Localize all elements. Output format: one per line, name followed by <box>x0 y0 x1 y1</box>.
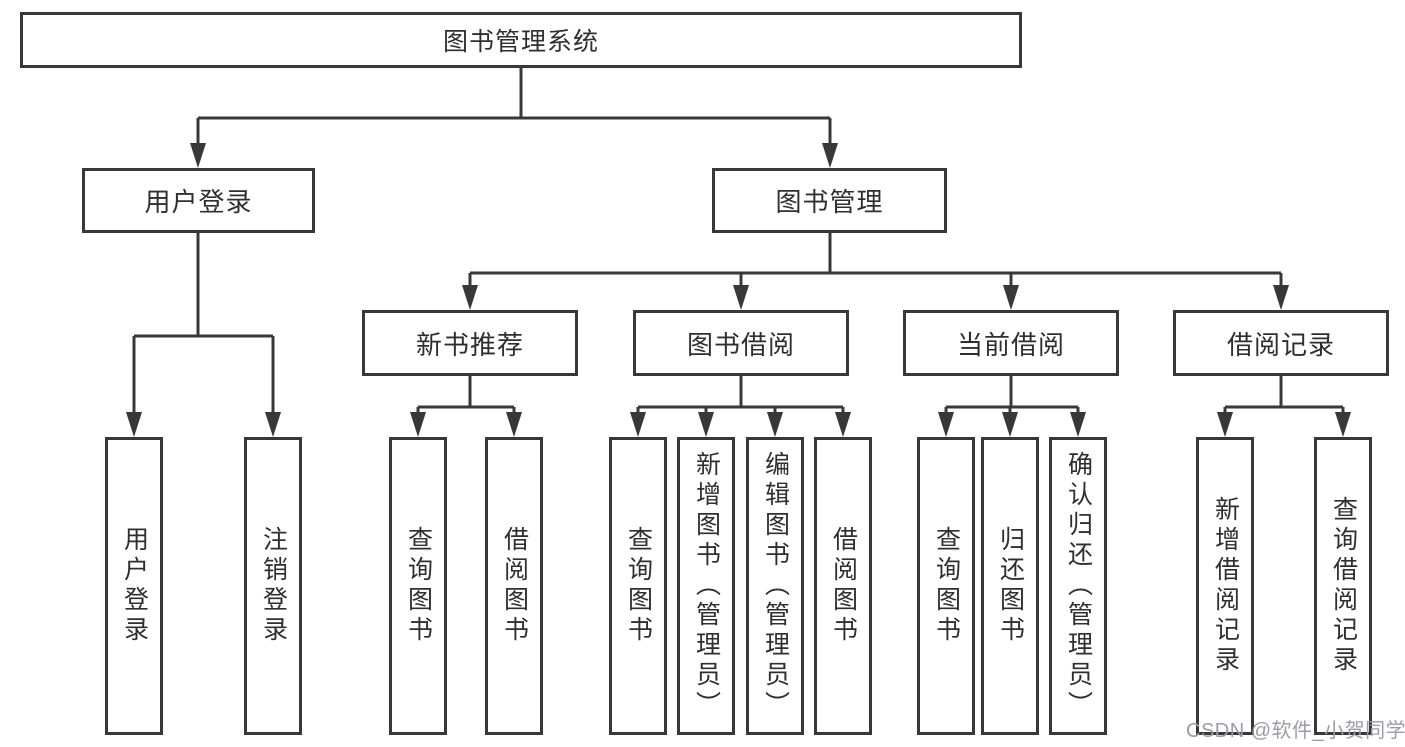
node-borrowing-records-label: 借阅记录 <box>1226 329 1335 360</box>
leaf-query-books-recommend-label: 查询图书 <box>404 526 433 646</box>
leaf-query-books-borrowing: 查询图书 <box>609 437 667 735</box>
node-book-borrowing-label: 图书借阅 <box>686 329 795 360</box>
leaf-borrow-books-borrowing: 借阅图书 <box>814 437 872 735</box>
leaf-query-books-borrowing-label: 查询图书 <box>624 526 653 646</box>
leaf-logout-login: 注销登录 <box>244 437 302 735</box>
leaf-query-books-recommend: 查询图书 <box>389 437 447 735</box>
node-user-login-label: 用户登录 <box>144 187 253 217</box>
node-new-book-recommend: 新书推荐 <box>362 310 578 376</box>
node-book-management-label: 图书管理 <box>775 187 884 217</box>
leaf-add-books-admin: 新增图书（管理员） <box>677 437 735 735</box>
node-new-book-recommend-label: 新书推荐 <box>415 329 524 360</box>
leaf-confirm-return-admin: 确认归还（管理员） <box>1049 437 1107 735</box>
connector-root-to-level2 <box>190 68 838 168</box>
node-current-borrowing-label: 当前借阅 <box>956 329 1065 360</box>
leaf-query-books-current-label: 查询图书 <box>932 526 961 646</box>
leaf-query-books-current: 查询图书 <box>917 437 975 735</box>
csdn-watermark: CSDN @软件_小贺同学 <box>1186 720 1405 742</box>
leaf-add-borrow-record-label: 新增借阅记录 <box>1211 496 1240 676</box>
leaf-query-borrow-record: 查询借阅记录 <box>1314 437 1372 735</box>
connector-current-borrowing-children <box>938 376 1086 437</box>
connector-borrowing-records-children <box>1217 376 1351 437</box>
leaf-logout-login-label: 注销登录 <box>259 526 288 646</box>
node-book-management: 图书管理 <box>712 168 947 233</box>
connector-book-management-children <box>462 232 1289 310</box>
leaf-borrow-books-borrowing-label: 借阅图书 <box>829 526 858 646</box>
node-borrowing-records: 借阅记录 <box>1173 310 1389 376</box>
leaf-edit-books-admin: 编辑图书（管理员） <box>746 437 804 735</box>
leaf-borrow-books-recommend: 借阅图书 <box>485 437 543 735</box>
connector-new-book-recommend-children <box>410 376 522 437</box>
leaf-return-books-label: 归还图书 <box>996 526 1025 646</box>
node-user-login: 用户登录 <box>82 168 315 233</box>
node-current-borrowing: 当前借阅 <box>903 310 1119 376</box>
node-root: 图书管理系统 <box>20 12 1022 68</box>
leaf-user-login: 用户登录 <box>105 437 163 735</box>
leaf-edit-books-admin-label: 编辑图书（管理员） <box>761 451 790 721</box>
leaf-add-borrow-record: 新增借阅记录 <box>1196 437 1254 735</box>
leaf-return-books: 归还图书 <box>981 437 1039 735</box>
leaf-user-login-label: 用户登录 <box>120 526 149 646</box>
leaf-borrow-books-recommend-label: 借阅图书 <box>500 526 529 646</box>
node-root-label: 图书管理系统 <box>442 28 599 56</box>
connector-book-borrowing-children <box>630 376 851 437</box>
leaf-confirm-return-admin-label: 确认归还（管理员） <box>1064 451 1093 721</box>
node-book-borrowing: 图书借阅 <box>633 310 849 376</box>
leaf-add-books-admin-label: 新增图书（管理员） <box>692 451 721 721</box>
connector-user-login-children <box>126 233 281 437</box>
leaf-query-borrow-record-label: 查询借阅记录 <box>1329 496 1358 676</box>
